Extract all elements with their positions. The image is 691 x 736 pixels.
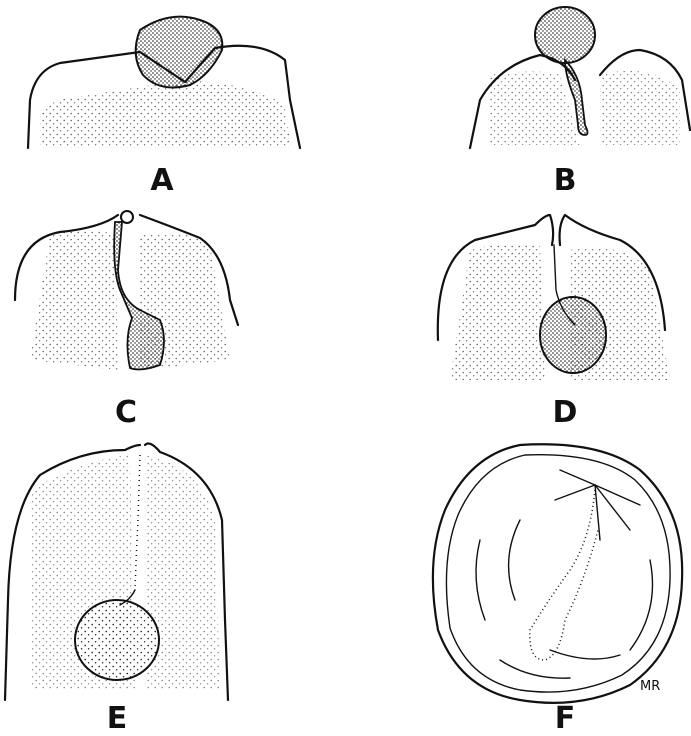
panel-d: D — [438, 215, 670, 430]
panel-label: B — [554, 163, 577, 198]
sac-inner-outline — [446, 455, 670, 692]
panel-label: C — [115, 395, 137, 430]
artist-signature: MR — [640, 679, 660, 694]
embryo-dotted — [530, 490, 598, 660]
embryo-body — [75, 600, 159, 680]
panel-label: E — [107, 701, 128, 736]
panel-f: MR F — [433, 444, 682, 736]
stalk-dotted — [135, 455, 140, 590]
panel-a: A — [28, 17, 300, 198]
tissue-fill — [40, 80, 292, 150]
embryo-body — [535, 7, 595, 63]
embryo-body — [136, 17, 223, 88]
embryo-body — [540, 297, 606, 373]
panel-label: D — [553, 395, 578, 430]
panel-e: E — [5, 444, 228, 736]
fold-lines — [476, 470, 653, 678]
panel-b: B — [470, 7, 690, 198]
panel-label: A — [150, 163, 174, 198]
panel-label: F — [555, 701, 576, 736]
panel-c: C — [15, 211, 238, 430]
